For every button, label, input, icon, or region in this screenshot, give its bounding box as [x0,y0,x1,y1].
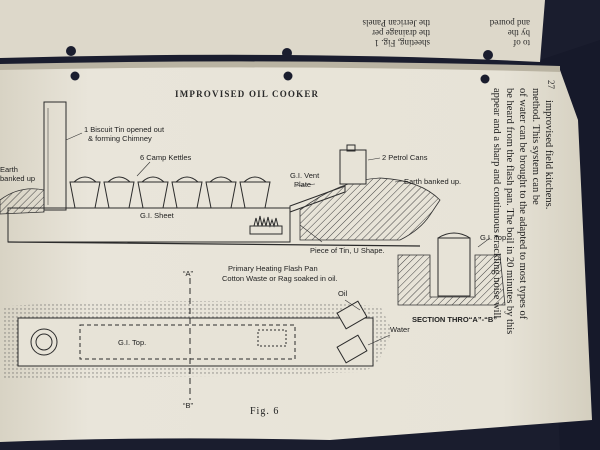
label-earth-banked-right: Earth banked up. [404,177,461,186]
body-line: improvised field kitchens. [543,100,554,209]
earth-bank-right [299,177,441,241]
body-text-column: appear and a sharp and continuous crackl… [491,88,554,334]
body-line: method. This system can be [530,88,541,205]
prev-line: the drainage per [372,28,430,38]
marker-b: “B” [183,401,194,410]
label-biscuit-tin: 1 Biscuit Tin opened out [84,125,165,134]
body-line: be heard from the flash pan. The boil in… [504,88,515,334]
section-caption: SECTION THRO“A”-“B” [412,315,497,324]
page-title: IMPROVISED OIL COOKER [175,89,319,99]
label-gi-top-plan: G.I. Top. [118,338,146,347]
prev-line: by the [508,28,530,38]
previous-page: to of by the and poured sheeting, Fig. 1… [0,0,545,62]
water-can-plan [336,334,368,364]
chimney-plan [30,328,58,356]
main-page [0,65,592,442]
prev-line: sheeting, Fig. 1 [375,38,431,48]
oil-can-plan [336,300,368,330]
marker-a: “A” [183,269,194,278]
petrol-cans [339,149,367,185]
label-petrol-cans: 2 Petrol Cans [382,153,428,162]
label-vent-plate-2: Plate [294,180,311,189]
section-drawing [397,232,506,306]
label-cotton-waste: Cotton Waste or Rag soaked in oil. [222,274,338,283]
body-line: appear and a sharp and continuous crackl… [491,88,502,318]
label-flash-pan: Primary Heating Flash Pan [228,264,318,273]
binding-hole [483,50,493,60]
binding-hole [283,71,293,81]
label-biscuit-tin-2: & forming Chimney [88,134,152,143]
figure-caption: Fig. 6 [250,406,279,417]
binding-hole [480,74,490,84]
prev-line: the Jerrican Panels [362,18,430,28]
binding-hole [70,71,80,81]
label-oil: Oil [338,289,348,298]
prev-line: to of [513,38,530,48]
label-gi-top-section: G.I. Top. [480,233,508,242]
camp-kettles [69,176,271,209]
page-number: 27 [546,80,556,90]
label-camp-kettles: 6 Camp Kettles [140,153,192,162]
binding-hole [282,48,292,58]
binding-hole [66,46,76,56]
label-gi-sheet: G.I. Sheet [140,211,175,220]
elevation-drawing [0,101,441,247]
label-earth-left-2: banked up [0,174,35,183]
label-earth-left: Earth [0,165,18,174]
label-water: Water [390,325,410,334]
flames [253,215,279,228]
prev-line: and poured [489,18,530,28]
chimney [43,101,67,211]
label-vent-plate: G.I. Vent [290,171,320,180]
label-piece-of-tin: Piece of Tin, U Shape. [310,246,385,255]
body-line: of water can be brought to the adapted t… [517,88,528,320]
plan-drawing [4,278,392,400]
